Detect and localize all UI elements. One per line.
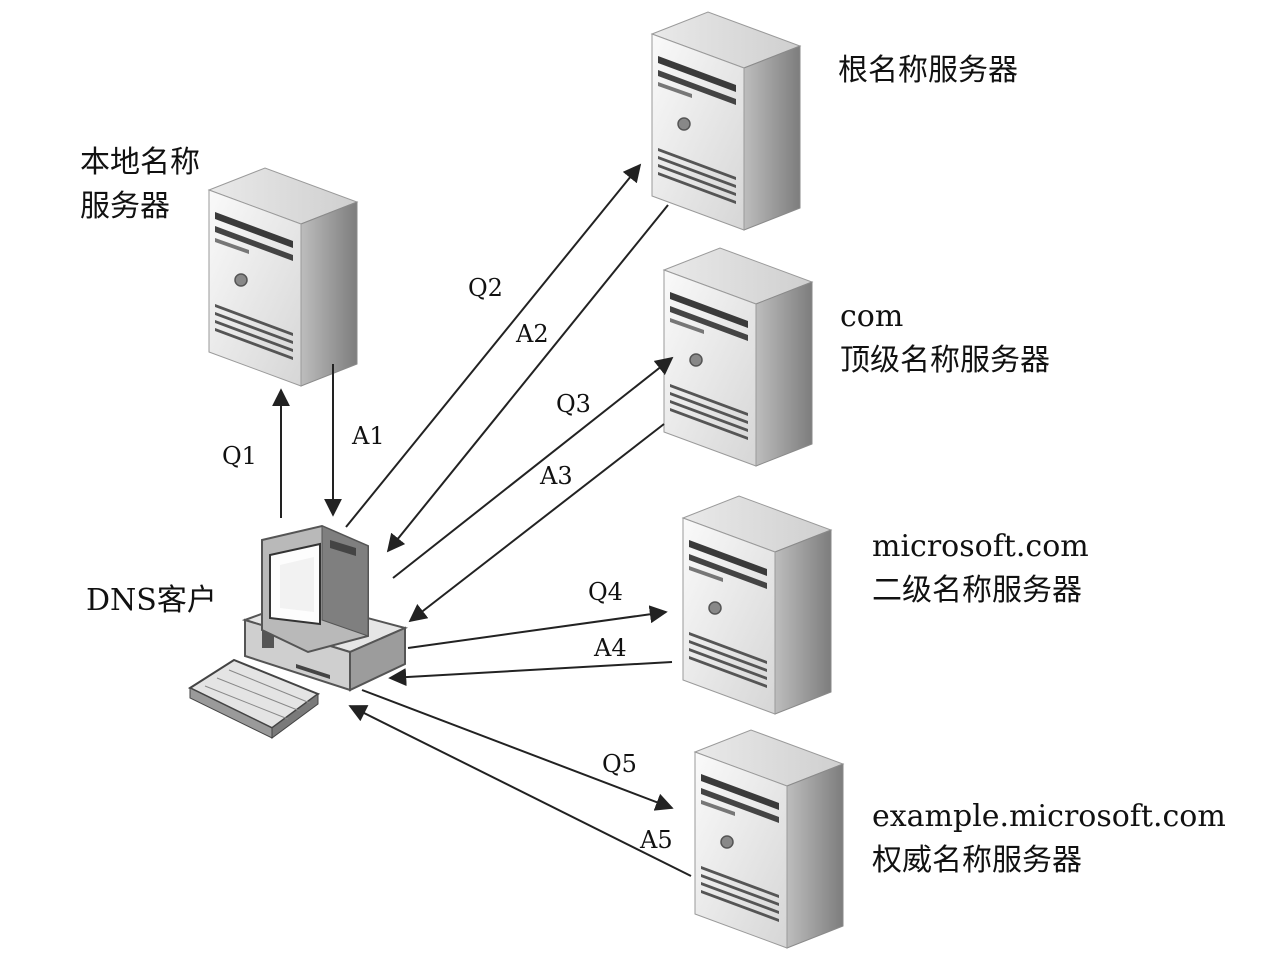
example-server-label: example.microsoft.com 权威名称服务器: [872, 799, 1235, 878]
root-server-label: 根名称服务器: [838, 53, 1018, 88]
example-server-label-line2: 权威名称服务器: [872, 843, 1082, 878]
arrow-q4: [407, 605, 668, 649]
example-server-label-line1: example.microsoft.com: [872, 799, 1226, 834]
microsoft-server-label-line2: 二级名称服务器: [872, 573, 1082, 608]
edge-label-q4: Q4: [588, 578, 623, 606]
edge-label-a3: A3: [539, 462, 573, 490]
arrow-a3: [408, 423, 665, 623]
arrow-a2: [386, 204, 669, 553]
edge-label-a1: A1: [351, 422, 385, 450]
microsoft-server-label: microsoft.com 二级名称服务器: [872, 529, 1098, 608]
local-server-label-line2: 服务器: [80, 189, 170, 224]
edge-label-q3: Q3: [556, 390, 591, 418]
arrow-q2: [345, 163, 642, 528]
edge-label-q2: Q2: [468, 274, 503, 302]
arrows: [272, 163, 692, 877]
microsoft-second-level-server: [682, 495, 832, 715]
dns-client-label: DNS客户: [86, 583, 217, 618]
edge-label-a5: A5: [639, 826, 673, 854]
local-server-label-line1: 本地名称: [80, 145, 200, 180]
root-name-server: [651, 11, 801, 231]
edge-label-a2: A2: [515, 320, 549, 348]
arrow-a4: [388, 661, 673, 687]
arrow-q5: [361, 689, 674, 811]
com-server-label-line1: com: [840, 299, 903, 334]
com-tld-name-server: [663, 247, 813, 467]
edge-label-q5: Q5: [602, 750, 637, 778]
local-server-label: 本地名称 服务器: [80, 145, 210, 224]
com-server-label: com 顶级名称服务器: [840, 299, 1050, 378]
edge-label-q1: Q1: [222, 442, 257, 470]
com-server-label-line2: 顶级名称服务器: [840, 343, 1050, 378]
example-authoritative-server: [694, 729, 844, 949]
edge-label-a4: A4: [593, 634, 627, 662]
microsoft-server-label-line1: microsoft.com: [872, 529, 1089, 564]
arrow-a5: [348, 705, 692, 877]
local-name-server: [208, 167, 358, 387]
dns-client-computer: [187, 524, 409, 739]
arrow-q3: [392, 356, 674, 579]
